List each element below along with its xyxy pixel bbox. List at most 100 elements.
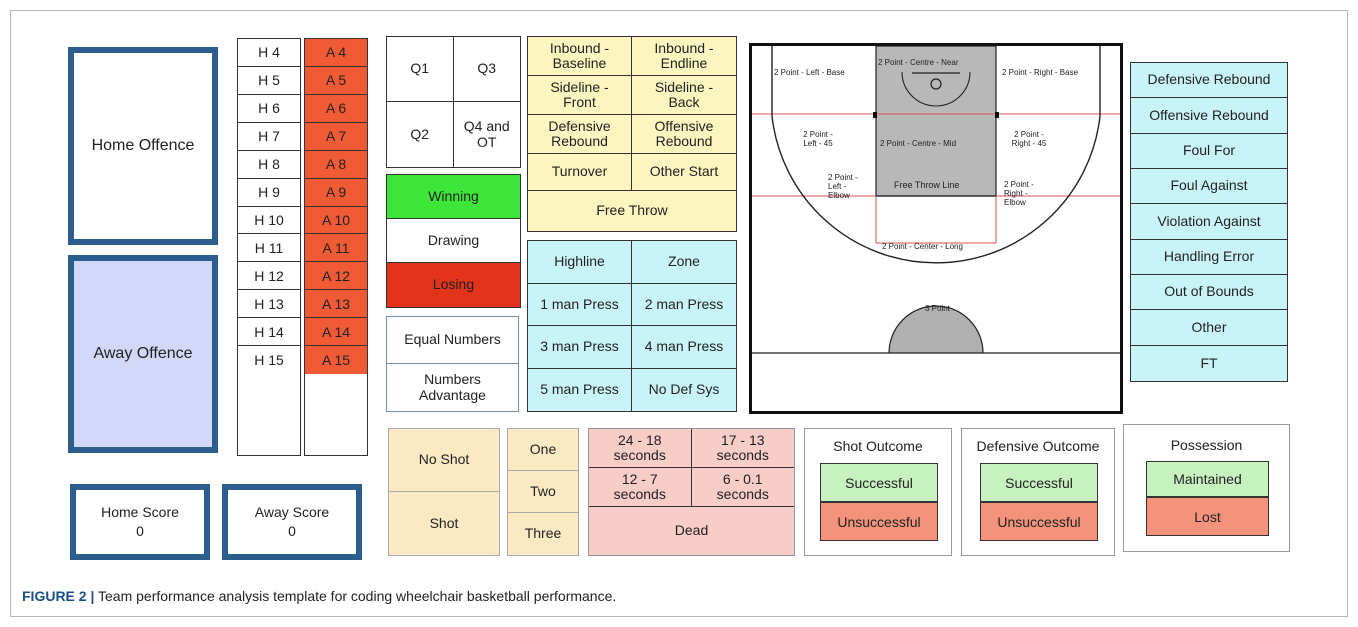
away-player-button[interactable]: A 6 [305,94,367,123]
losing-button[interactable]: Losing [387,263,520,307]
zone-right-45[interactable]: 2 Point - Right - 45 [1011,130,1047,149]
home-player-button[interactable]: H 7 [238,122,300,151]
3-man-press-button[interactable]: 3 man Press [528,326,632,369]
zone-left-45[interactable]: 2 Point - Left - 45 [803,130,833,149]
two-point-button[interactable]: Two [508,471,578,513]
other-end-button[interactable]: Other [1131,310,1287,346]
away-player-button[interactable]: A 10 [305,206,367,235]
zone-centre-mid[interactable]: 2 Point - Centre - Mid [880,139,957,148]
away-player-button[interactable]: A 8 [305,150,367,179]
clock-6-0-button[interactable]: 6 - 0.1 seconds [691,468,794,507]
foul-for-button[interactable]: Foul For [1131,134,1287,169]
zone-right-base[interactable]: 2 Point - Right - Base [1002,68,1079,77]
away-player-button[interactable]: A 7 [305,122,367,151]
home-player-button[interactable]: H 4 [238,39,300,67]
offensive-rebound-start-button[interactable]: Offensive Rebound [632,115,736,154]
figure-label: FIGURE 2 | [22,588,95,604]
2-man-press-button[interactable]: 2 man Press [632,284,736,326]
quarter-q4-ot-button[interactable]: Q4 and OT [463,118,510,150]
away-player-button[interactable]: A 5 [305,66,367,95]
inbound-baseline-button[interactable]: Inbound - Baseline [528,37,632,76]
other-start-button[interactable]: Other Start [632,154,736,191]
winning-button[interactable]: Winning [387,175,520,219]
figure-frame [10,10,1348,617]
home-score-label: Home Score [101,504,179,521]
no-def-sys-button[interactable]: No Def Sys [648,381,720,398]
away-player-button[interactable]: A 11 [305,234,367,263]
quarter-q2-button[interactable]: Q2 [387,102,454,167]
clock-17-13-button[interactable]: 17 - 13 seconds [691,429,794,468]
highline-button[interactable]: Highline [528,241,632,284]
zone-three-point[interactable]: 3 Point [925,304,950,313]
quarter-q3-button[interactable]: Q3 [453,37,520,102]
inbound-endline-button[interactable]: Inbound - Endline [632,37,736,76]
away-player-button[interactable]: A 14 [305,318,367,347]
defence-successful-button[interactable]: Successful [980,463,1098,502]
court-diagram[interactable]: 2 Point - Left - Base 2 Point - Centre -… [749,43,1123,414]
clock-dead-button[interactable]: Dead [674,522,709,539]
away-player-button[interactable]: A 12 [305,262,367,291]
away-offence-button[interactable]: Away Offence [68,255,218,453]
ft-end-button[interactable]: FT [1200,354,1218,371]
shot-button[interactable]: Shot [429,514,459,531]
handling-error-button[interactable]: Handling Error [1131,240,1287,275]
shot-successful-button[interactable]: Successful [820,463,938,502]
away-player-button[interactable]: A 4 [305,39,367,67]
sideline-back-button[interactable]: Sideline - Back [632,76,736,115]
defence-unsuccessful-button[interactable]: Unsuccessful [980,502,1098,541]
zone-free-throw-line[interactable]: Free Throw Line [894,180,960,190]
out-of-bounds-button[interactable]: Out of Bounds [1131,275,1287,311]
turnover-button[interactable]: Turnover [528,154,632,191]
possession-lost-button[interactable]: Lost [1146,497,1269,536]
clock-12-7-button[interactable]: 12 - 7 seconds [589,468,692,507]
home-player-button[interactable]: H 10 [238,206,300,235]
clock-24-18-button[interactable]: 24 - 18 seconds [589,429,692,468]
zone-button[interactable]: Zone [632,241,736,284]
shot-grid: No Shot Shot [388,428,500,556]
home-player-button[interactable]: H 15 [238,346,300,375]
figure-caption: FIGURE 2 | Team performance analysis tem… [22,588,616,604]
three-point-button[interactable]: Three [524,525,562,542]
5-man-press-button[interactable]: 5 man Press [528,368,632,411]
home-player-button[interactable]: H 5 [238,66,300,95]
equal-numbers-button[interactable]: Equal Numbers [387,317,518,364]
sideline-front-button[interactable]: Sideline - Front [528,76,632,115]
zone-left-base[interactable]: 2 Point - Left - Base [774,68,845,77]
zone-centre-near[interactable]: 2 Point - Centre - Near [878,58,959,67]
1-man-press-button[interactable]: 1 man Press [528,283,632,326]
home-offence-button[interactable]: Home Offence [68,47,218,245]
possession-maintained-button[interactable]: Maintained [1146,461,1269,497]
numbers-advantage-button[interactable]: Numbers Advantage [419,371,486,403]
home-player-button[interactable]: H 9 [238,178,300,207]
home-player-button[interactable]: H 6 [238,94,300,123]
4-man-press-button[interactable]: 4 man Press [632,326,736,369]
home-score-box: Home Score 0 [70,484,210,560]
no-shot-button[interactable]: No Shot [389,429,499,492]
away-player-button[interactable]: A 15 [305,346,367,375]
defensive-rebound-end-button[interactable]: Defensive Rebound [1131,63,1287,99]
foul-against-button[interactable]: Foul Against [1131,169,1287,205]
quarter-q1-button[interactable]: Q1 [387,37,454,102]
defensive-rebound-start-button[interactable]: Defensive Rebound [528,115,632,154]
home-player-button[interactable]: H 14 [238,318,300,347]
defensive-system-grid: Highline Zone 1 man Press 2 man Press 3 … [527,240,737,412]
home-player-button[interactable]: H 12 [238,262,300,291]
possession-end-list: Defensive Rebound Offensive Rebound Foul… [1130,62,1288,382]
away-player-button[interactable]: A 9 [305,178,367,207]
possession-box: Possession Maintained Lost [1123,424,1290,552]
defensive-outcome-title: Defensive Outcome [976,438,1100,454]
one-point-button[interactable]: One [508,429,578,471]
home-player-button[interactable]: H 8 [238,150,300,179]
shot-unsuccessful-button[interactable]: Unsuccessful [820,502,938,541]
zone-left-elbow[interactable]: 2 Point - Left - Elbow [828,173,858,201]
zone-centre-long[interactable]: 2 Point - Center - Long [882,242,963,251]
home-player-button[interactable]: H 13 [238,290,300,319]
offensive-rebound-end-button[interactable]: Offensive Rebound [1131,98,1287,134]
drawing-button[interactable]: Drawing [387,219,520,263]
home-player-button[interactable]: H 11 [238,234,300,263]
zone-right-elbow[interactable]: 2 Point - Right - Elbow [1004,180,1034,208]
away-player-button[interactable]: A 13 [305,290,367,319]
free-throw-start-button[interactable]: Free Throw [596,202,668,219]
violation-against-button[interactable]: Violation Against [1131,204,1287,240]
possession-start-grid: Inbound - Baseline Inbound - Endline Sid… [527,36,737,232]
